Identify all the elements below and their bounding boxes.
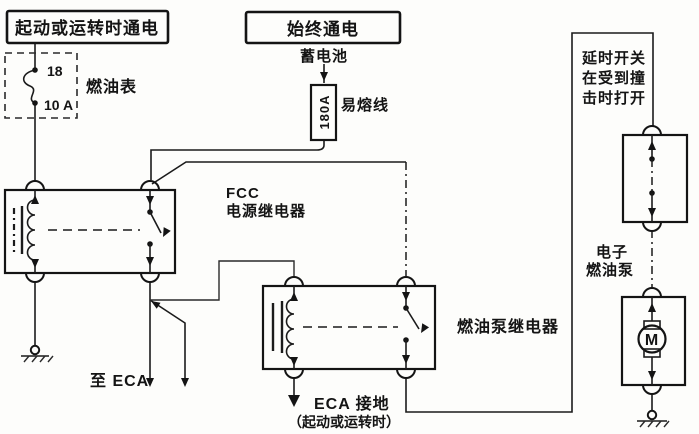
eca-ground-arrow <box>288 395 300 407</box>
wire-pumprelay-out-bottom <box>405 32 654 413</box>
fcc-switch-arrow-out <box>146 257 154 266</box>
pump-relay-switch-arrow-out <box>402 355 410 364</box>
inertia-note-line3: 击时打开 <box>582 89 646 107</box>
fcc-terminal-bottom-right <box>137 272 163 283</box>
fuse-rating: 10 A <box>44 97 73 113</box>
ground-left-eyelet <box>29 344 41 356</box>
pump-relay-switch-blade <box>405 307 420 330</box>
fcc-coil-arrow-up <box>31 195 39 204</box>
fcc-terminal-top-left <box>22 180 48 191</box>
pump-relay-box <box>261 284 437 371</box>
eca-ground-label: ECA 接地 <box>314 394 390 413</box>
eca-ground: ECA 接地 （起动或运转时） <box>288 394 400 430</box>
power-source-always-on: 始终通电 <box>244 10 402 45</box>
ground-right-eyelet <box>646 409 658 421</box>
battery-feed-arrow <box>320 72 328 81</box>
fuse-top-contact <box>32 67 38 73</box>
wire-junction-to-eca-2 <box>149 299 186 380</box>
inertia-arrow-up <box>648 141 656 150</box>
run-start-label: 起动或运转时通电 <box>14 18 159 38</box>
fuel-pump-label-2: 燃油泵 <box>586 261 634 279</box>
to-eca: 至 ECA <box>90 301 189 390</box>
inertia-terminal-bottom <box>639 221 665 232</box>
inertia-note-line2: 在受到撞 <box>582 69 646 87</box>
fuel-pump-label-1: 电子 <box>596 243 628 261</box>
fcc-coil <box>26 199 36 261</box>
to-eca-arrow-1 <box>146 378 154 387</box>
wire-fusiblelink-to-fcc-switch <box>150 140 325 180</box>
inertia-arrow-down <box>648 208 656 217</box>
pump-relay-terminal-top-right <box>393 276 419 287</box>
to-eca-arrow-2 <box>181 378 189 387</box>
fuel-gauge-label: 燃油表 <box>86 77 137 96</box>
ground-left-hatch <box>23 355 54 363</box>
wire-fuse-squiggle <box>22 69 36 104</box>
fuel-pump-box <box>620 295 687 387</box>
fusible-link: 180A 易熔线 <box>309 83 389 142</box>
pump-relay-switch-blade-arrow <box>421 323 430 333</box>
fusible-link-rating: 180A <box>317 94 332 129</box>
fuel-gauge-fuse-box <box>4 52 78 119</box>
fuel-pump-motor: 电子 燃油泵 M <box>586 243 687 395</box>
ground-right-hatch <box>639 420 670 428</box>
fcc-relay: FCC 电源继电器 <box>3 180 306 283</box>
fuel-pump-terminal-top <box>639 287 665 298</box>
fcc-terminal-bottom-left <box>22 272 48 283</box>
fcc-relay-subtitle: 电源继电器 <box>226 202 306 220</box>
eca-ground-condition: （起动或运转时） <box>288 414 400 430</box>
junction-arrow <box>151 301 161 309</box>
fcc-relay-name: FCC <box>226 185 260 202</box>
pump-relay-terminal-top-left <box>281 276 307 287</box>
pump-relay-terminal-bottom-right <box>393 368 419 379</box>
fcc-terminal-top-right <box>137 180 163 191</box>
fuse-terminal-number: 18 <box>47 63 63 79</box>
pump-relay-coil-arrow-down <box>290 357 298 366</box>
fusible-link-label: 易熔线 <box>341 96 389 114</box>
wires <box>22 32 654 413</box>
always-on-label: 始终通电 <box>287 19 359 39</box>
inertia-switch-box <box>621 133 689 224</box>
fuse-bottom-contact <box>32 100 38 106</box>
fcc-switch-blade <box>149 211 162 234</box>
pump-relay-terminal-bottom-left <box>281 368 307 379</box>
wire-step-to-pumprelay-coil <box>150 260 295 301</box>
inertia-terminal-top <box>639 125 665 136</box>
fuel-gauge-fuse: 18 10 A 燃油表 <box>4 52 137 119</box>
fcc-switch-blade-arrow <box>163 227 171 237</box>
fusible-link-box <box>309 83 338 142</box>
pump-relay-coil-arrow-up <box>290 292 298 301</box>
battery: 蓄电池 <box>300 47 348 81</box>
fuel-pump-terminal-bottom <box>639 384 665 395</box>
pump-relay-switch-arrow-in <box>402 292 410 301</box>
motor-circle <box>637 324 667 354</box>
ground-symbol-left <box>21 344 54 363</box>
pump-relay-coil <box>285 298 295 360</box>
always-on-box <box>244 10 402 45</box>
power-source-run-start: 起动或运转时通电 <box>5 9 170 45</box>
to-eca-label: 至 ECA <box>90 372 149 390</box>
motor-letter: M <box>645 332 659 349</box>
ground-symbol-right <box>637 409 670 428</box>
fuel-pump-arrow-up <box>648 303 656 312</box>
run-start-box <box>5 9 170 45</box>
fuel-pump-arrow-down <box>648 371 656 380</box>
fuel-pump-relay: 燃油泵继电器 <box>261 276 559 379</box>
inertia-note-line1: 延时开关 <box>581 49 646 67</box>
motor-brush-top <box>643 320 661 330</box>
inertia-switch: 延时开关 在受到撞 击时打开 <box>581 49 689 232</box>
pump-relay-label: 燃油泵继电器 <box>457 317 559 336</box>
fcc-coil-arrow-down <box>31 259 39 268</box>
fcc-switch-arrow-in <box>146 196 154 205</box>
battery-label: 蓄电池 <box>300 47 348 65</box>
fcc-relay-box <box>3 188 177 275</box>
wire-fcc-branch-to-pumprelay <box>151 161 406 185</box>
